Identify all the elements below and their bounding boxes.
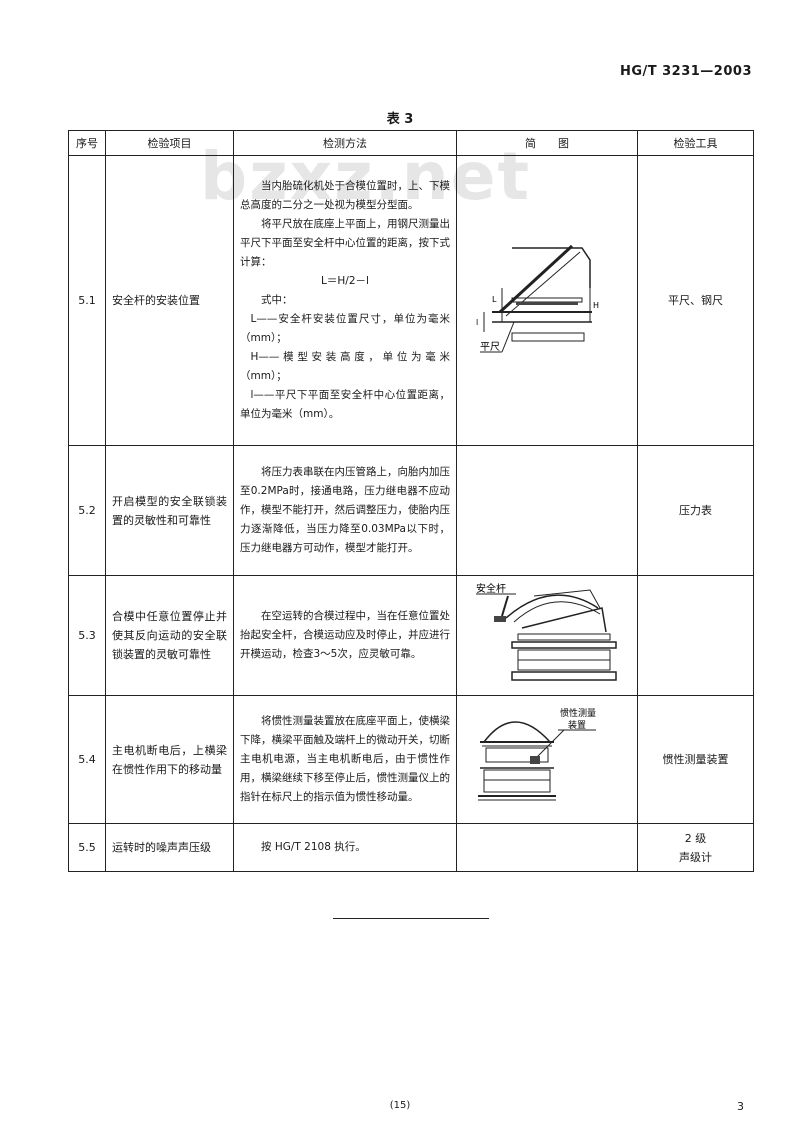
label-ruler: 平尺 bbox=[480, 341, 500, 353]
header-method: 检测方法 bbox=[233, 130, 457, 156]
row-figure bbox=[456, 445, 638, 576]
row-tool: 平尺、钢尺 bbox=[637, 155, 754, 446]
table-row: 5.3 合模中任意位置停止并使其反向运动的安全联锁装置的灵敏可靠性 在空运转的合… bbox=[68, 575, 754, 696]
method-definition: H——模型安装高度，单位为毫米（mm）； bbox=[240, 351, 450, 382]
row-num: 5.5 bbox=[68, 823, 106, 872]
row-method: 按 HG/T 2108 执行。 bbox=[233, 823, 457, 872]
header-num: 序号 bbox=[68, 130, 106, 156]
tool-line: 声级计 bbox=[679, 850, 712, 864]
row-tool bbox=[637, 575, 754, 696]
row-tool: 2 级 声级计 bbox=[637, 823, 754, 872]
table-header-row: 序号 检验项目 检测方法 简 图 检验工具 bbox=[68, 130, 754, 156]
label-L: L bbox=[492, 295, 497, 304]
row-item: 主电机断电后，上横梁在惯性作用下的移动量 bbox=[105, 695, 234, 824]
method-paragraph: 当内胎硫化机处于合模位置时，上、下模总高度的二分之一处视为模型分型面。 bbox=[240, 180, 450, 211]
row-method: 当内胎硫化机处于合模位置时，上、下模总高度的二分之一处视为模型分型面。 将平尺放… bbox=[233, 155, 457, 446]
page-number: 3 bbox=[737, 1100, 744, 1113]
tool-line: 2 级 bbox=[684, 831, 707, 845]
method-paragraph: 将压力表串联在内压管路上，向胎内加压至0.2MPa时，接通电路，压力继电器不应动… bbox=[240, 466, 450, 554]
safety-bar-position-diagram: L l H 平尺 bbox=[476, 244, 599, 353]
page-number-center: (15) bbox=[389, 1100, 411, 1111]
row-tool: 惯性测量装置 bbox=[637, 695, 754, 824]
standard-code: HG/T 3231—2003 bbox=[619, 64, 752, 79]
row-num: 5.1 bbox=[68, 155, 106, 446]
row-item: 合模中任意位置停止并使其反向运动的安全联锁装置的灵敏可靠性 bbox=[105, 575, 234, 696]
row-tool: 压力表 bbox=[637, 445, 754, 576]
row-num: 5.4 bbox=[68, 695, 106, 824]
method-paragraph: 在空运转的合模过程中，当在任意位置处抬起安全杆，合模运动应及时停止，并应进行开模… bbox=[240, 610, 450, 660]
method-definition: L——安全杆安装位置尺寸，单位为毫米（mm）； bbox=[240, 313, 450, 344]
header-tool: 检验工具 bbox=[637, 130, 754, 156]
label-device-line1: 惯性测量 bbox=[560, 707, 596, 719]
row-num: 5.3 bbox=[68, 575, 106, 696]
method-paragraph: 按 HG/T 2108 执行。 bbox=[261, 841, 366, 853]
method-definition: l——平尺下平面至安全杆中心位置距离，单位为毫米（mm）。 bbox=[240, 389, 450, 420]
row-figure: 惯性测量 装置 bbox=[456, 695, 638, 824]
inertia-measurement-diagram: 惯性测量 装置 bbox=[478, 707, 596, 800]
safety-bar-press-diagram: 安全杆 bbox=[476, 582, 617, 681]
row-figure bbox=[456, 823, 638, 872]
row-figure: L l H 平尺 bbox=[456, 155, 638, 446]
header-figure: 简 图 bbox=[456, 130, 638, 156]
method-paragraph: 将平尺放在底座上平面上，用钢尺测量出平尺下平面至安全杆中心位置的距离，按下式计算… bbox=[240, 218, 450, 268]
label-safety-bar: 安全杆 bbox=[476, 582, 506, 595]
header-item: 检验项目 bbox=[105, 130, 234, 156]
row-method: 在空运转的合模过程中，当在任意位置处抬起安全杆，合模运动应及时停止，并应进行开模… bbox=[233, 575, 457, 696]
row-item: 安全杆的安装位置 bbox=[105, 155, 234, 446]
row-method: 将惯性测量装置放在底座平面上，使横梁下降，横梁平面触及端杆上的微动开关，切断主电… bbox=[233, 695, 457, 824]
table-row: 5.1 安全杆的安装位置 当内胎硫化机处于合模位置时，上、下模总高度的二分之一处… bbox=[68, 155, 754, 446]
label-H: H bbox=[593, 301, 599, 310]
table-row: 5.4 主电机断电后，上横梁在惯性作用下的移动量 将惯性测量装置放在底座平面上，… bbox=[68, 695, 754, 824]
row-num: 5.2 bbox=[68, 445, 106, 576]
method-paragraph: 将惯性测量装置放在底座平面上，使横梁下降，横梁平面触及端杆上的微动开关，切断主电… bbox=[240, 715, 450, 803]
table-row: 5.5 运转时的噪声声压级 按 HG/T 2108 执行。 2 级 声级计 bbox=[68, 823, 754, 872]
table-title: 表 3 bbox=[386, 112, 414, 127]
label-device-line2: 装置 bbox=[568, 719, 586, 731]
row-item: 开启模型的安全联锁装置的灵敏性和可靠性 bbox=[105, 445, 234, 576]
table-row: 5.2 开启模型的安全联锁装置的灵敏性和可靠性 将压力表串联在内压管路上，向胎内… bbox=[68, 445, 754, 576]
row-figure: 安全杆 bbox=[456, 575, 638, 696]
row-item: 运转时的噪声声压级 bbox=[105, 823, 234, 872]
inspection-table: 序号 检验项目 检测方法 简 图 检验工具 5.1 安全杆的安装位置 当内胎硫化… bbox=[68, 130, 754, 872]
method-where: 式中： bbox=[261, 294, 293, 306]
end-rule bbox=[333, 918, 489, 919]
method-formula: L＝H/2－l bbox=[321, 275, 369, 287]
label-l: l bbox=[476, 318, 478, 327]
row-method: 将压力表串联在内压管路上，向胎内加压至0.2MPa时，接通电路，压力继电器不应动… bbox=[233, 445, 457, 576]
